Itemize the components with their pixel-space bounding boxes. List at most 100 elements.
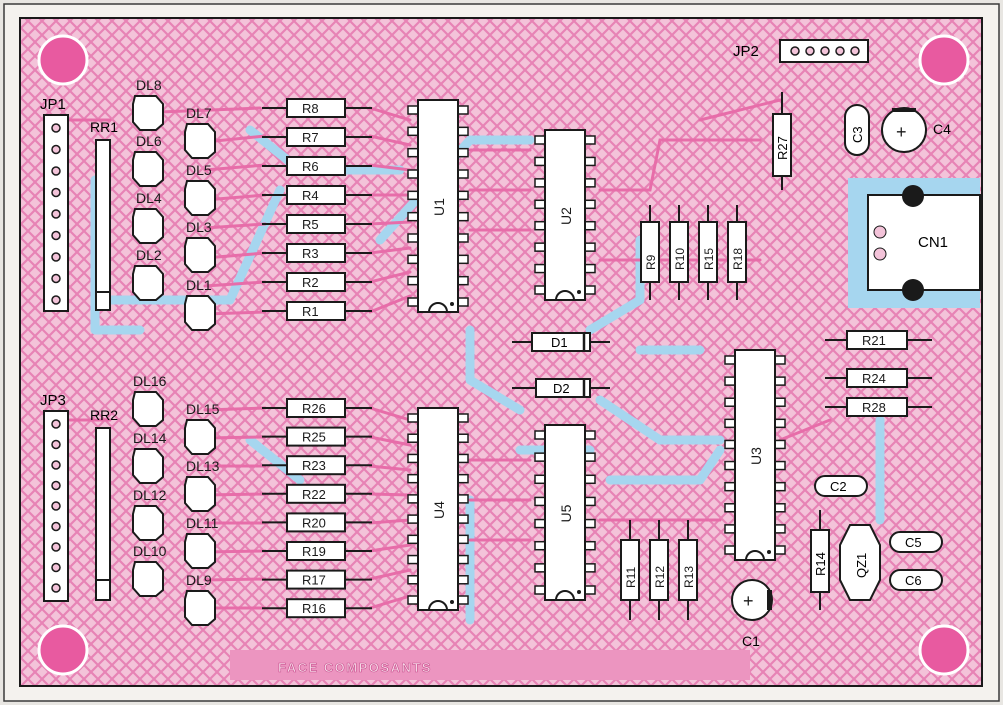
resistor-label: R16 <box>302 601 326 616</box>
connector-jp2: JP2 <box>733 39 869 63</box>
jp1-label: JP1 <box>40 96 66 113</box>
resistor-r17: R17 <box>262 569 372 590</box>
ic-u5: U5 <box>534 424 596 601</box>
resistor-r8: R8 <box>262 98 372 118</box>
resistor-label: R3 <box>302 246 319 261</box>
led-label: DL13 <box>186 458 220 474</box>
ic-label: U5 <box>558 504 574 522</box>
ic-u1: U1 <box>407 99 469 313</box>
resistor-r18: R18 <box>727 205 747 300</box>
rr2-label: RR2 <box>90 407 118 423</box>
c3-label: C3 <box>850 126 865 143</box>
resistor-r4: R4 <box>262 185 372 205</box>
ic-u2: U2 <box>534 129 596 301</box>
resistor-label: R22 <box>302 487 326 502</box>
resistor-label: R10 <box>673 248 687 270</box>
capacitor-c2: C2 <box>814 475 868 497</box>
resistor-label: R9 <box>644 254 658 270</box>
led-label: DL2 <box>136 247 162 263</box>
resistor-label: R20 <box>302 515 326 530</box>
led-label: DL11 <box>186 515 219 531</box>
resistor-r22: R22 <box>262 483 372 504</box>
led-dl16: DL16 <box>132 373 167 427</box>
connector-pin <box>51 439 61 450</box>
connector-pin <box>51 144 61 155</box>
led-label: DL9 <box>186 572 212 588</box>
resistor-r23: R23 <box>262 455 372 476</box>
cn1-label: CN1 <box>918 234 948 251</box>
connector-pin <box>850 46 860 56</box>
ic-label: U1 <box>431 198 447 216</box>
resistor-r9: R9 <box>640 205 660 300</box>
led-dl12: DL12 <box>132 487 167 541</box>
footer-label: FACE COMPOSANTS <box>278 660 432 675</box>
c5-label: C5 <box>905 535 922 550</box>
resistor-label: R12 <box>653 566 667 588</box>
connector-jp2-pins <box>790 46 860 56</box>
rr1-label: RR1 <box>90 119 118 135</box>
capacitor-c6: C6 <box>889 569 943 591</box>
d1-label: D1 <box>551 335 568 350</box>
resistor-r5: R5 <box>262 214 372 234</box>
resistor-r12: R12 <box>649 520 669 620</box>
led-dl2: DL2 <box>132 247 164 301</box>
resistor-r2: R2 <box>262 272 372 292</box>
qz1-label: QZ1 <box>854 553 869 578</box>
led-dl11: DL11 <box>184 515 219 569</box>
connector-pin <box>51 273 61 284</box>
led-label: DL7 <box>186 105 212 121</box>
resistor-label: R23 <box>302 458 326 473</box>
r27-label: R27 <box>775 136 790 160</box>
led-dl13: DL13 <box>184 458 220 512</box>
led-label: DL5 <box>186 162 212 178</box>
resistor-label: R6 <box>302 159 319 174</box>
resistor-label: R7 <box>302 130 319 145</box>
connector-pin <box>51 187 61 198</box>
led-dl7: DL7 <box>184 105 216 159</box>
resistor-r7: R7 <box>262 127 372 147</box>
resistor-r21: R21 <box>825 330 932 350</box>
connector-pin <box>51 123 61 133</box>
resistor-label: R17 <box>302 573 326 588</box>
led-dl1: DL1 <box>184 277 216 331</box>
resistor-r27: R27 <box>772 92 792 190</box>
connector-pin <box>51 166 61 176</box>
crystal-qz1: QZ1 <box>839 524 881 601</box>
ic-u3: U3 <box>724 349 786 561</box>
led-dl9: DL9 <box>184 572 216 626</box>
led-dl14: DL14 <box>132 430 167 484</box>
led-label: DL16 <box>133 373 167 389</box>
resistor-label: R21 <box>862 333 886 348</box>
jp3-label: JP3 <box>40 392 66 409</box>
resistor-r19: R19 <box>262 541 372 561</box>
ic-label: U4 <box>431 501 447 519</box>
connector-jp1: JP1 <box>40 96 69 312</box>
resistor-r3: R3 <box>262 243 372 263</box>
led-dl4: DL4 <box>132 190 164 244</box>
connector-pin <box>51 295 61 305</box>
r14-label: R14 <box>813 552 828 576</box>
connector-jp3-pins <box>51 419 61 593</box>
connector-pin <box>820 46 830 56</box>
led-group: DL8DL6DL4DL2DL7DL5DL3DL1DL16DL14DL12DL10… <box>132 77 220 626</box>
resistor-r1: R1 <box>262 301 372 321</box>
resistor-r25: R25 <box>262 426 372 447</box>
board-outline <box>19 17 983 687</box>
led-dl5: DL5 <box>184 162 216 216</box>
led-dl8: DL8 <box>132 77 164 131</box>
resistor-r13: R13 <box>678 520 698 620</box>
resistor-network-rr2: RR2 <box>90 407 118 601</box>
resistor-label: R19 <box>302 544 326 559</box>
resistor-r6: R6 <box>262 156 372 176</box>
led-label: DL12 <box>133 487 167 503</box>
connector-pin <box>805 46 815 56</box>
resistor-label: R25 <box>302 430 326 445</box>
connector-pin <box>51 480 61 491</box>
connector-pin <box>835 46 845 56</box>
diode-d1: D1 <box>512 332 610 352</box>
led-label: DL10 <box>133 543 167 559</box>
